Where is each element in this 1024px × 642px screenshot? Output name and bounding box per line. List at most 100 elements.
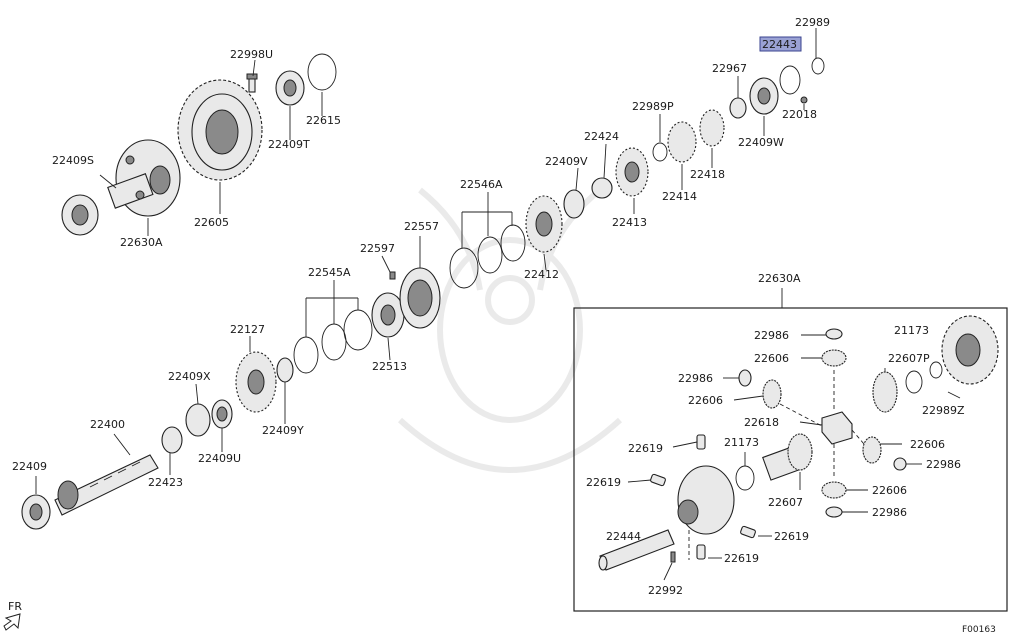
ball-22018 (800, 96, 808, 104)
callout-22545a[interactable]: 22545A (308, 266, 351, 279)
callout-22986[interactable]: 22986 (926, 458, 961, 471)
callout-21173[interactable]: 21173 (894, 324, 929, 337)
callout-label: 22546A (460, 178, 503, 191)
callout-label: 22619 (724, 552, 759, 565)
callout-22413[interactable]: 22413 (612, 216, 647, 229)
callout-22409v[interactable]: 22409V (545, 155, 588, 168)
figure-code: F00163 (962, 625, 996, 635)
callout-highlight-box (759, 36, 802, 52)
callout-22992[interactable]: 22992 (648, 584, 683, 597)
pinion-22606-d (821, 481, 847, 499)
callout-label: 22630A (758, 272, 801, 285)
callout-22409u[interactable]: 22409U (198, 452, 241, 465)
callout-22989[interactable]: 22989 (795, 16, 830, 29)
front-label: FR (8, 600, 22, 613)
callout-22986[interactable]: 22986 (678, 372, 713, 385)
callout-22444[interactable]: 22444 (606, 530, 641, 543)
callout-label: 22409Y (262, 424, 304, 437)
pin-22619-c (740, 525, 756, 539)
bearing-22409s (61, 194, 99, 236)
callout-22606[interactable]: 22606 (754, 352, 789, 365)
differential-case (107, 139, 181, 217)
callout-22409w[interactable]: 22409W (738, 136, 784, 149)
callout-label: 22986 (872, 506, 907, 519)
callout-22967[interactable]: 22967 (712, 62, 747, 75)
callout-22630a[interactable]: 22630A (120, 236, 163, 249)
callout-label: 21173 (724, 436, 759, 449)
callout-label: 22605 (194, 216, 229, 229)
callout-22409t[interactable]: 22409T (268, 138, 310, 151)
pinion-22606-c (862, 436, 882, 464)
hub-22513 (371, 292, 405, 338)
callout-22409y[interactable]: 22409Y (262, 424, 304, 437)
key-22597 (389, 271, 396, 280)
pinion-shaft-block (821, 411, 853, 445)
callout-label: 22423 (148, 476, 183, 489)
callout-22018[interactable]: 22018 (782, 108, 817, 121)
ring-22443 (779, 65, 801, 95)
callout-label: 22444 (606, 530, 641, 543)
callout-22998u[interactable]: 22998U (230, 48, 273, 61)
shaft-22400 (54, 454, 159, 516)
bearing-22409v (563, 189, 585, 219)
callout-22409[interactable]: 22409 (12, 460, 47, 473)
callout-label: 22413 (612, 216, 647, 229)
gear-22412 (525, 195, 563, 253)
callout-22400[interactable]: 22400 (90, 418, 125, 431)
callout-label: 22619 (628, 442, 663, 455)
callout-22513[interactable]: 22513 (372, 360, 407, 373)
callout-22615[interactable]: 22615 (306, 114, 341, 127)
callout-22989p[interactable]: 22989P (632, 100, 674, 113)
callout-label: 22412 (524, 268, 559, 281)
washer-21173-b (735, 465, 755, 491)
callout-22127[interactable]: 22127 (230, 323, 265, 336)
callout-22606[interactable]: 22606 (688, 394, 723, 407)
callout-22606[interactable]: 22606 (910, 438, 945, 451)
callout-22557[interactable]: 22557 (404, 220, 439, 233)
washer-22986-c (893, 457, 907, 471)
callout-label: 22424 (584, 130, 619, 143)
callout-22989z[interactable]: 22989Z (922, 404, 965, 417)
callout-22619[interactable]: 22619 (586, 476, 621, 489)
bearing-22409u (211, 399, 233, 429)
callout-22423[interactable]: 22423 (148, 476, 183, 489)
callout-22414[interactable]: 22414 (662, 190, 697, 203)
callout-label: 22606 (872, 484, 907, 497)
callout-22443[interactable]: 22443 (759, 36, 802, 52)
callout-label: 22618 (744, 416, 779, 429)
callout-22409s[interactable]: 22409S (52, 154, 94, 167)
case-cover-inset (941, 315, 999, 385)
differential-inset (573, 288, 1008, 612)
callout-22597[interactable]: 22597 (360, 242, 395, 255)
callout-22605[interactable]: 22605 (194, 216, 229, 229)
callout-21173[interactable]: 21173 (724, 436, 759, 449)
callout-22418[interactable]: 22418 (690, 168, 725, 181)
callout-22630a[interactable]: 22630A (758, 272, 801, 285)
callout-22424[interactable]: 22424 (584, 130, 619, 143)
bearing-22409x (185, 403, 211, 437)
pinion-22606-b (762, 379, 782, 409)
callout-22546a[interactable]: 22546A (460, 178, 503, 191)
callout-22619[interactable]: 22619 (774, 530, 809, 543)
bolt-22998u (246, 73, 258, 93)
callout-22607p[interactable]: 22607P (888, 352, 930, 365)
callout-22412[interactable]: 22412 (524, 268, 559, 281)
synchro-ring-1 (293, 336, 319, 374)
sleeve-22557 (399, 267, 441, 329)
callout-22618[interactable]: 22618 (744, 416, 779, 429)
shaft-22444 (598, 529, 675, 571)
callout-22607[interactable]: 22607 (768, 496, 803, 509)
callout-label: 22409W (738, 136, 784, 149)
callout-label: 22409U (198, 452, 241, 465)
callout-22619[interactable]: 22619 (724, 552, 759, 565)
callout-label: 22409V (545, 155, 588, 168)
callout-22619[interactable]: 22619 (628, 442, 663, 455)
collar-22967 (729, 97, 747, 119)
callout-22606[interactable]: 22606 (872, 484, 907, 497)
callout-22986[interactable]: 22986 (872, 506, 907, 519)
ring-gear (177, 79, 263, 181)
callout-22409x[interactable]: 22409X (168, 370, 211, 383)
callout-labels: 22998U 22615 22409T 22409S 22605 22630A 22989 2… (12, 16, 965, 597)
callout-22986[interactable]: 22986 (754, 329, 789, 342)
